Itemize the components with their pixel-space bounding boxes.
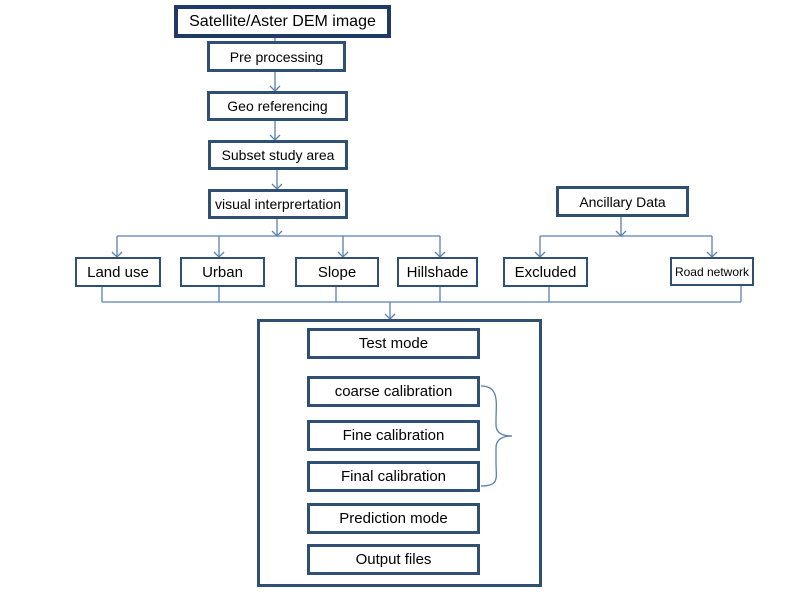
source-label: Satellite/Aster DEM image	[189, 12, 376, 30]
layer-box-excluded: Excluded	[503, 257, 588, 287]
step-box-preprocessing: Pre processing	[207, 41, 346, 72]
ancillary-box: Ancillary Data	[556, 186, 689, 217]
model-label-final-calibration: Final calibration	[340, 468, 447, 485]
model-label-test-mode: Test mode	[358, 335, 429, 352]
layer-label-land-use: Land use	[87, 263, 149, 281]
model-box-output-files: Output files	[307, 544, 480, 575]
layer-box-urban: Urban	[180, 257, 265, 287]
step-box-visual-interpretation: visual interprertation	[208, 189, 348, 219]
model-label-prediction-mode: Prediction mode	[339, 510, 448, 527]
layer-label-slope: Slope	[317, 263, 357, 281]
model-label-fine-calibration: Fine calibration	[342, 427, 445, 444]
layer-box-road-network: Road network	[670, 257, 754, 286]
model-box-prediction-mode: Prediction mode	[307, 503, 480, 534]
model-box-final-calibration: Final calibration	[307, 461, 480, 492]
model-box-fine-calibration: Fine calibration	[307, 420, 480, 451]
model-label-coarse-calibration: coarse calibration	[334, 383, 453, 400]
step-label-visual-interpretation: visual interprertation	[214, 196, 342, 212]
step-label-georeferencing: Geo referencing	[227, 98, 328, 114]
model-box-test-mode: Test mode	[307, 328, 480, 359]
step-box-subset: Subset study area	[208, 140, 348, 170]
model-label-output-files: Output files	[355, 551, 432, 568]
layer-box-hillshade: Hillshade	[397, 257, 478, 287]
step-label-preprocessing: Pre processing	[229, 48, 324, 65]
layer-box-slope: Slope	[295, 257, 379, 287]
layer-label-hillshade: Hillshade	[406, 263, 469, 281]
source-box: Satellite/Aster DEM image	[174, 5, 391, 38]
model-box-coarse-calibration: coarse calibration	[307, 376, 480, 407]
model-container	[257, 319, 542, 587]
step-box-georeferencing: Geo referencing	[207, 91, 348, 121]
layer-label-urban: Urban	[202, 263, 243, 281]
step-label-subset: Subset study area	[221, 147, 335, 163]
layer-label-road-network: Road network	[674, 264, 750, 279]
ancillary-label: Ancillary Data	[579, 193, 666, 210]
layer-box-land-use: Land use	[75, 257, 161, 287]
layer-label-excluded: Excluded	[514, 263, 577, 281]
